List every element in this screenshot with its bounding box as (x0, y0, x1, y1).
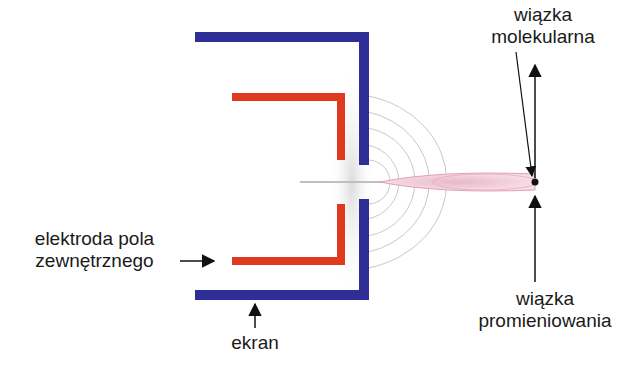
radiation-arrow (534, 196, 536, 282)
screen-label: ekran (215, 332, 295, 354)
beam-label: wiązka molekularna (478, 4, 608, 48)
leader-line (516, 52, 532, 176)
radiation-arrow (534, 65, 536, 178)
beam-outline (433, 174, 537, 190)
radiation-label: wiązka promieniowania (470, 288, 620, 332)
leader-line (180, 260, 214, 262)
leader-line (254, 304, 256, 328)
electrode-shape (232, 93, 345, 265)
electrode-label: elektroda pola zewnętrznego (12, 228, 177, 272)
molecular-beam (380, 173, 535, 191)
interaction-point (532, 179, 539, 186)
screen-shape (195, 32, 369, 300)
